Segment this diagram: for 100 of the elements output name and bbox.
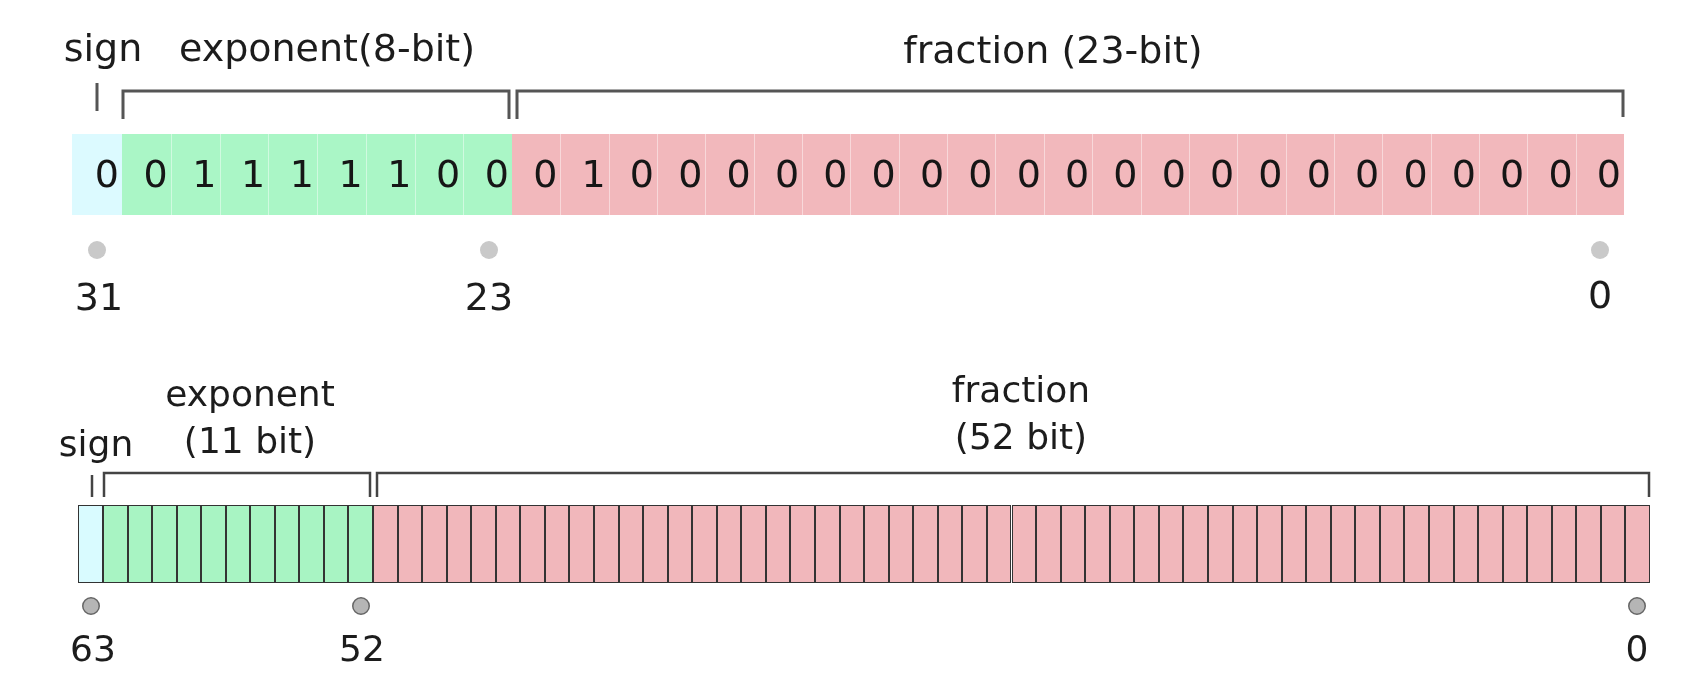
bit-cell: 0 (512, 134, 561, 215)
bit-cell (103, 505, 128, 583)
bit-cell (495, 505, 521, 583)
bit-cell (741, 505, 766, 583)
bit-cell (1502, 505, 1528, 583)
bit-cell (815, 505, 840, 583)
bit-cell (594, 505, 619, 583)
bit-cell: 0 (608, 134, 658, 215)
bit-cell: 1 (170, 134, 220, 215)
bit-cell (78, 505, 103, 583)
bit-cell: 0 (1188, 134, 1238, 215)
bit-index: 63 (70, 627, 116, 671)
bit-cell: 0 (1043, 134, 1093, 215)
bit-cell: 0 (705, 134, 754, 215)
bit-cell (1428, 505, 1454, 583)
bit-cell (1109, 505, 1135, 583)
field-label: fraction (52 bit) (950, 368, 1092, 459)
bit-cell (1085, 505, 1110, 583)
bit-cell (1207, 505, 1233, 583)
bit-cell (397, 505, 423, 583)
bit-cell (1232, 505, 1258, 583)
bit-cell (274, 505, 300, 583)
bit-cell (1453, 505, 1479, 583)
bit-cell (864, 505, 889, 583)
bit-index: 52 (339, 627, 385, 671)
bit-cell (913, 505, 938, 583)
bit-cell (1281, 505, 1307, 583)
bit-cell (1060, 505, 1086, 583)
bit-cell: 0 (1527, 134, 1576, 215)
bit-cell: 0 (1140, 134, 1189, 215)
bit-cell (1183, 505, 1208, 583)
bit-cell: 0 (1237, 134, 1286, 215)
bit-cell (1576, 505, 1601, 583)
bit-cell (1330, 505, 1356, 583)
bit-cell (544, 505, 570, 583)
bit-cell: 0 (122, 134, 171, 215)
bit-cell (716, 505, 742, 583)
bit-cell (471, 505, 496, 583)
bit-cell: 0 (947, 134, 996, 215)
bit-cell (986, 505, 1012, 583)
bit-cell (127, 505, 153, 583)
bit-cell (373, 505, 398, 583)
bit-cell: 1 (219, 134, 269, 215)
bit-cell (348, 505, 373, 583)
bit-cell (1257, 505, 1282, 583)
bit-cell (962, 505, 987, 583)
bit-cell (1625, 505, 1650, 583)
bit-cell (250, 505, 275, 583)
bit-index: 0 (1625, 627, 1649, 671)
bit-cell (1158, 505, 1184, 583)
bit-cell (1551, 505, 1577, 583)
bit-cell: 0 (802, 134, 851, 215)
bit-index: 31 (74, 275, 124, 321)
bit-cell (1600, 505, 1626, 583)
bit-cell: 0 (1285, 134, 1334, 215)
bit-cell: 1 (560, 134, 609, 215)
bit-cell: 1 (268, 134, 317, 215)
bit-cell: 1 (317, 134, 366, 215)
bit-cell: 0 (463, 134, 512, 215)
bit-cell (225, 505, 251, 583)
bit-cell: 0 (1575, 134, 1624, 215)
bit-cell: 0 (1382, 134, 1431, 215)
bit-cell: 0 (995, 134, 1044, 215)
bit-cell: 0 (753, 134, 803, 215)
bit-cell (1379, 505, 1405, 583)
bit-cell: 0 (72, 134, 122, 215)
bit-cell (1011, 505, 1037, 583)
bit-cell (201, 505, 226, 583)
bit-cell (1527, 505, 1552, 583)
field-label: fraction (23-bit) (903, 28, 1203, 74)
field-label: sign (58, 422, 134, 466)
bit-cell (888, 505, 914, 583)
bit-cell (765, 505, 791, 583)
bit-cell: 0 (1430, 134, 1479, 215)
bit-index: 0 (1587, 273, 1613, 319)
bit-cell (937, 505, 963, 583)
field-label: sign (63, 26, 143, 72)
bit-cell (643, 505, 668, 583)
bit-cell: 0 (1092, 134, 1141, 215)
bit-cell: 1 (365, 134, 415, 215)
bit-cell (1404, 505, 1429, 583)
bit-cell (1306, 505, 1331, 583)
bit-cell: 0 (657, 134, 706, 215)
field-label: exponent(8-bit) (178, 26, 476, 72)
bit-cell (176, 505, 202, 583)
bit-cell: 0 (414, 134, 464, 215)
bit-cell (323, 505, 349, 583)
bit-cell (1036, 505, 1061, 583)
bit-cell: 0 (850, 134, 899, 215)
bit-cell (1478, 505, 1503, 583)
bit-cell (520, 505, 545, 583)
bit-cell: 0 (1333, 134, 1383, 215)
bit-cell (422, 505, 447, 583)
bit-cell (692, 505, 717, 583)
bit-cell (618, 505, 644, 583)
bit-cell (569, 505, 594, 583)
bit-cell (667, 505, 693, 583)
bit-cell (839, 505, 865, 583)
bit-cell (299, 505, 324, 583)
bit-cell: 0 (1478, 134, 1528, 215)
